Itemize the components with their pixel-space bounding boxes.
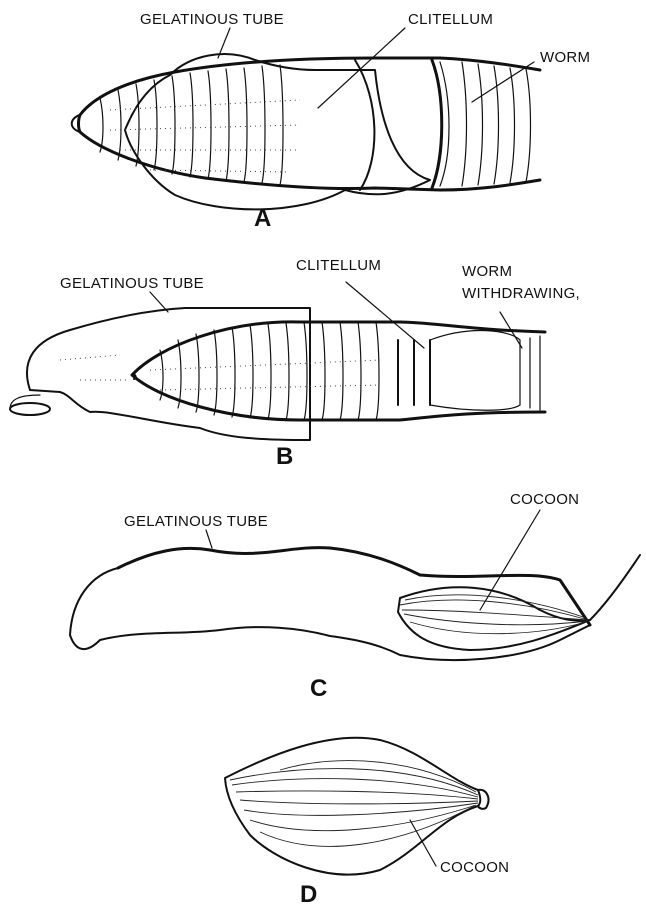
panel-b-letter: B: [276, 443, 293, 470]
panel-b-clitellum-label: CLITELLUM: [296, 257, 381, 274]
panel-b-worm-label-line1: WORM: [462, 263, 512, 280]
panel-c-tube-label: GELATINOUS TUBE: [124, 513, 268, 530]
panel-c-cocoon-fibers: [400, 595, 588, 634]
panel-a-worm-label: WORM: [540, 49, 590, 66]
panel-b-clitellum-leader: [346, 282, 424, 348]
panel-a-clitellum-label: CLITELLUM: [408, 11, 493, 28]
panel-c-letter: C: [310, 675, 327, 702]
panel-b-worm-body: [132, 322, 545, 420]
panel-b-stipple: [60, 355, 380, 390]
panel-b-worm-rear-rings: [520, 336, 540, 410]
panel-a-worm-leader: [472, 62, 534, 102]
panel-d: COCOON D: [225, 738, 509, 908]
panel-a-tube-label: GELATINOUS TUBE: [140, 11, 284, 28]
panel-a-letter: A: [254, 205, 271, 232]
panel-a-clitellum-leader: [318, 28, 405, 108]
panel-c-cocoon-string: [590, 555, 640, 620]
panel-c: GELATINOUS TUBE COCOON C: [70, 491, 640, 702]
panel-d-cocoon-label: COCOON: [440, 859, 509, 876]
panel-d-cocoon-fibers: [230, 761, 478, 847]
panel-a-clitellum: [355, 60, 374, 190]
panel-a: GELATINOUS TUBE CLITELLUM WORM A: [72, 11, 591, 232]
panel-b-tube-opening: [10, 403, 50, 415]
panel-d-letter: D: [300, 881, 317, 908]
panel-b-tube-leader: [150, 292, 168, 312]
panel-a-worm-rear-rings: [462, 62, 531, 186]
panel-b-gelatinous-tube: [27, 308, 310, 440]
panel-b-worm-label-line2: WITHDRAWING,: [462, 285, 580, 302]
panel-d-cocoon-leader: [410, 820, 436, 866]
panel-c-tube-leader: [206, 530, 212, 548]
panel-b-tube-label: GELATINOUS TUBE: [60, 275, 204, 292]
panel-b-clitellum: [398, 340, 430, 405]
panel-c-gelatinous-tube: [118, 548, 590, 625]
panel-c-cocoon-label: COCOON: [510, 491, 579, 508]
panel-d-cocoon: [225, 738, 480, 875]
panel-b: GELATINOUS TUBE CLITELLUM WORM WITHDRAWI…: [10, 257, 580, 470]
